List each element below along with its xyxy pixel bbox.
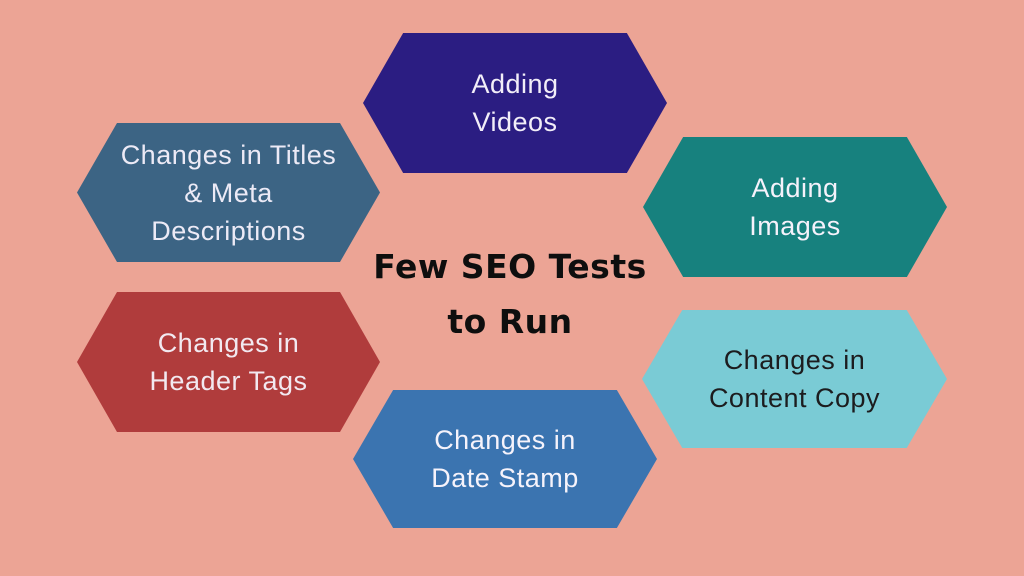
- hexagon-changes-in-date-stamp: Changes in Date Stamp: [353, 390, 657, 528]
- hexagon-label-line: & Meta: [184, 177, 273, 208]
- diagram-title-line1: Few SEO Tests: [373, 247, 647, 286]
- diagram-title-line2: to Run: [447, 302, 573, 341]
- hexagon-label-line: Images: [749, 211, 841, 241]
- hexagon-changes-in-content-copy: Changes in Content Copy: [642, 310, 947, 448]
- hexagon-adding-images: Adding Images: [643, 137, 947, 277]
- hexagon-label-line: Content Copy: [708, 383, 881, 413]
- hexagon-label-line: Changes in: [157, 328, 300, 358]
- hexagon-adding-videos: Adding Videos: [363, 33, 667, 173]
- hexagon-changes-in-header-tags: Changes in Header Tags: [77, 292, 380, 432]
- hexagon-label-line: Adding: [471, 69, 559, 99]
- hexagon-label-line: Descriptions: [151, 215, 306, 246]
- hexagon-label-line: Date Stamp: [431, 463, 579, 493]
- hexagon-label-line: Changes in: [434, 425, 576, 455]
- diagram-title: Few SEO Tests to Run: [330, 239, 690, 349]
- hexagon-changes-in-titles-meta-descriptions: Changes in Titles & Meta Descriptions: [77, 123, 380, 262]
- hexagon-label-line: Changes in: [723, 345, 866, 375]
- hexagon-label-line: Videos: [472, 107, 558, 137]
- hexagon-label-line: Changes in Titles: [120, 139, 337, 170]
- hexagon-label-line: Adding: [751, 173, 839, 203]
- hexagon-label-line: Header Tags: [149, 366, 308, 396]
